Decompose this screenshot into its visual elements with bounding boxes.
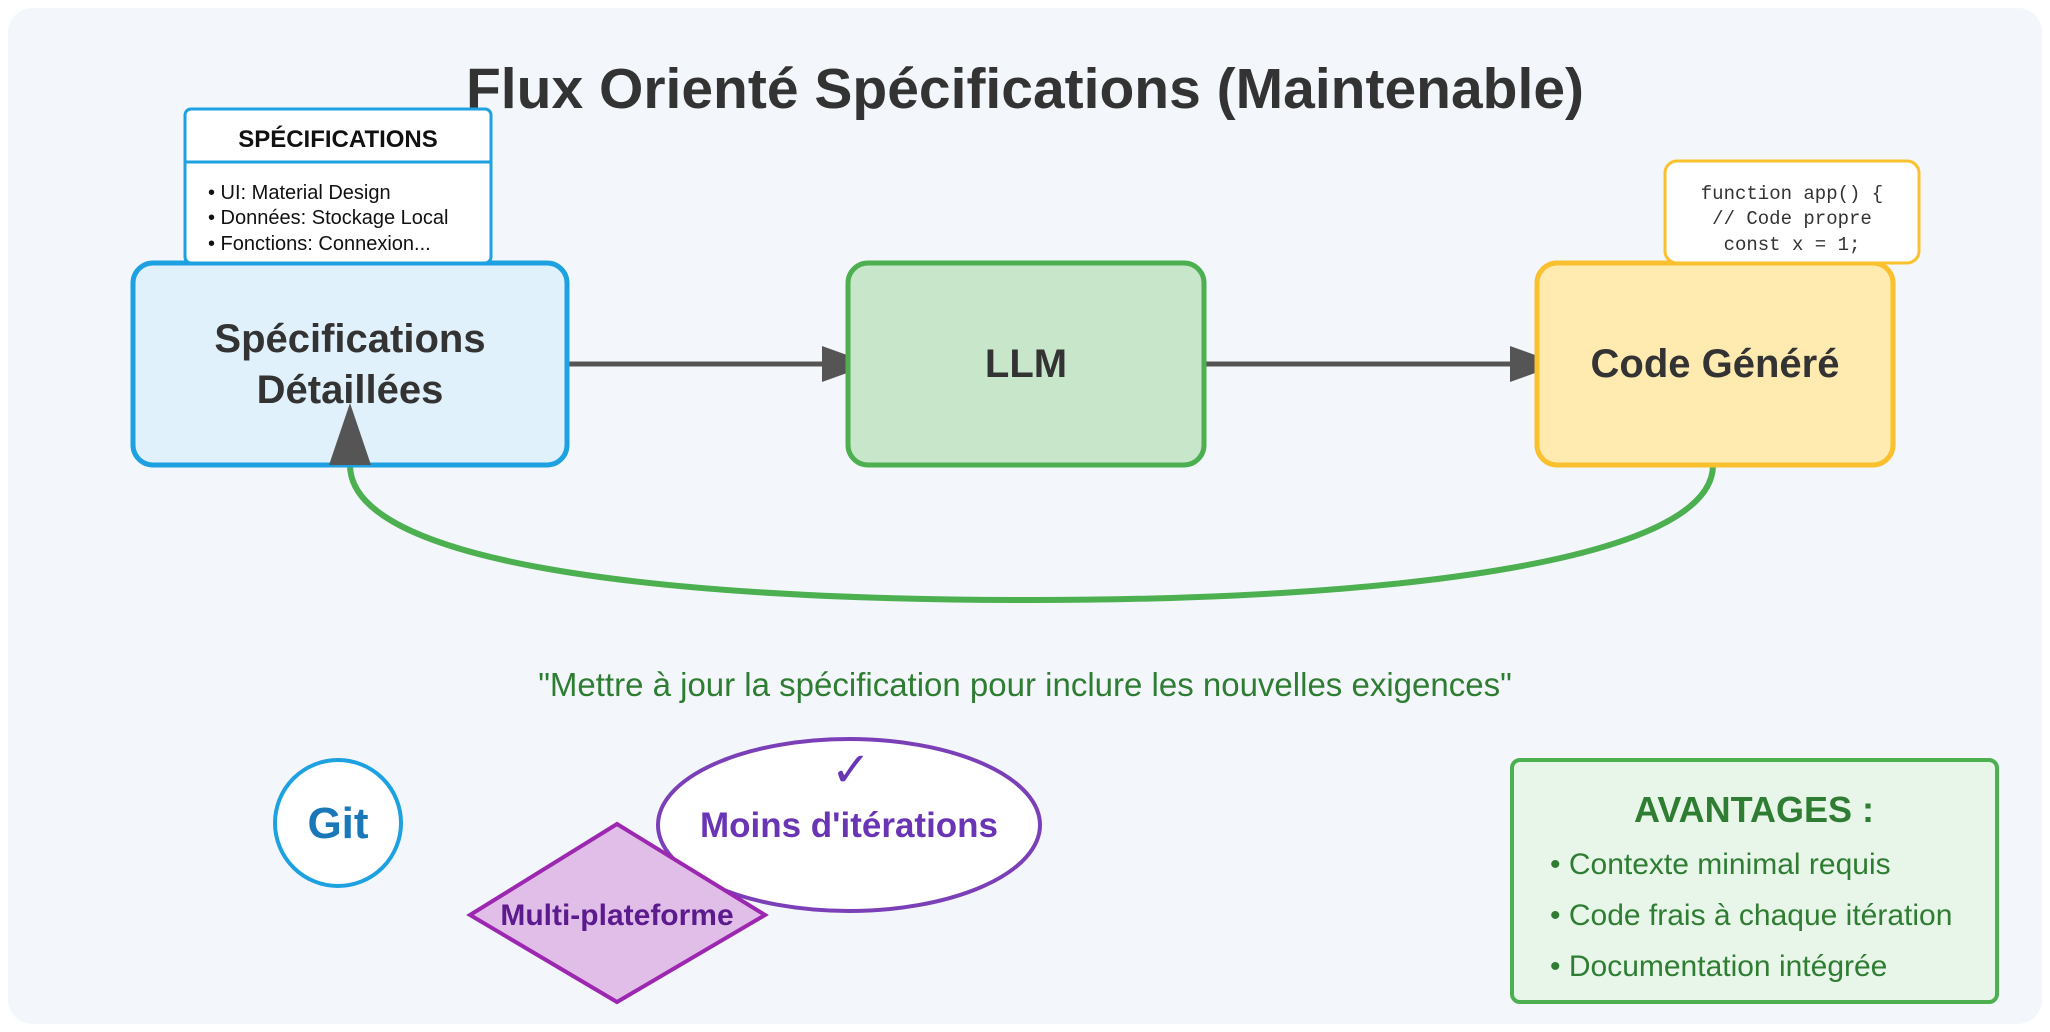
node-code-label: Code Généré (1591, 342, 1840, 386)
code-line: function app() { (1701, 183, 1883, 205)
specs-note-card: SPÉCIFICATIONS • UI: Material Design • D… (183, 107, 493, 265)
code-snippet-card: function app() { // Code propre const x … (1663, 159, 1921, 265)
moins-iterations-badge: ✓ Moins d'itérations (656, 737, 1042, 913)
diagram-title: Flux Orienté Spécifications (Maintenable… (466, 57, 1584, 121)
advantages-box: AVANTAGES : • Contexte minimal requis • … (1510, 758, 1999, 1004)
multi-plateforme-label: Multi-plateforme (500, 899, 733, 932)
advantages-item: • Code frais à chaque itération (1550, 899, 1952, 932)
git-badge: Git (273, 758, 403, 888)
node-llm-label: LLM (985, 342, 1067, 386)
checkmark-icon: ✓ (831, 742, 871, 798)
code-line: // Code propre (1712, 208, 1872, 230)
feedback-loop-arrow (347, 464, 1716, 604)
git-label: Git (307, 799, 368, 848)
feedback-quote: "Mettre à jour la spécification pour inc… (538, 666, 1512, 703)
advantages-title: AVANTAGES : (1634, 789, 1874, 830)
specs-note-item: • Fonctions: Connexion... (208, 233, 431, 255)
node-code-genere: Code Généré (1534, 260, 1896, 468)
multi-plateforme-badge: Multi-plateforme (466, 821, 769, 1005)
node-specifications-line1: Spécifications (214, 317, 485, 361)
node-llm: LLM (845, 260, 1207, 468)
specs-note-item: • UI: Material Design (208, 182, 391, 204)
advantages-item: • Contexte minimal requis (1550, 848, 1891, 881)
specs-note-item: • Données: Stockage Local (208, 207, 449, 229)
advantages-item: • Documentation intégrée (1550, 950, 1887, 983)
specs-note-heading: SPÉCIFICATIONS (238, 125, 438, 153)
moins-iterations-label: Moins d'itérations (700, 806, 998, 845)
code-line: const x = 1; (1724, 234, 1861, 256)
feedback-loop-arrowhead-top (329, 403, 371, 465)
